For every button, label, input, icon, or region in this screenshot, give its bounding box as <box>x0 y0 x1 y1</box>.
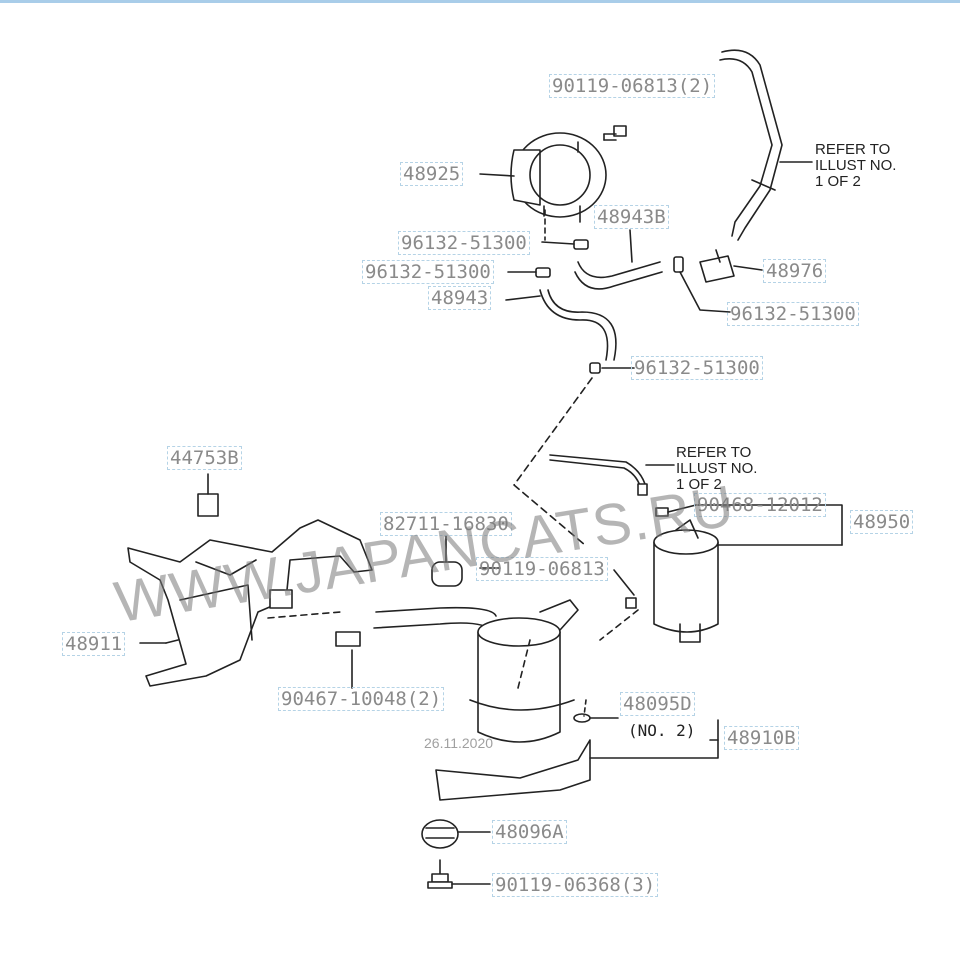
watermark-date: 26.11.2020 <box>424 735 494 751</box>
connector-icon <box>431 535 463 587</box>
part-label-48943b[interactable]: 48943B <box>594 205 669 229</box>
canister-icon <box>510 132 607 223</box>
part-label-44753b[interactable]: 44753B <box>167 446 242 470</box>
part-label-82711-16830[interactable]: 82711-16830 <box>380 512 512 536</box>
clip-icon <box>197 473 219 517</box>
grommet-icon <box>421 819 459 849</box>
clamp-icon <box>535 239 684 374</box>
part-label-90468-12012[interactable]: 90468-12012 <box>694 493 826 517</box>
part-label-48925[interactable]: 48925 <box>400 162 464 186</box>
part-label-48096a[interactable]: 48096A <box>492 820 567 844</box>
bolt-icon <box>603 125 627 141</box>
part-label-96132-51300-d[interactable]: 96132-51300 <box>631 356 763 380</box>
refer-note-top: REFER TO ILLUST NO. 1 OF 2 <box>815 141 897 190</box>
part-label-96132-51300-c[interactable]: 96132-51300 <box>727 302 859 326</box>
part-label-90119-06813-2[interactable]: 90119-06813(2) <box>549 74 716 98</box>
part-label-48910b[interactable]: 48910B <box>724 726 799 750</box>
hose-icon <box>539 289 617 361</box>
part-label-48095d[interactable]: 48095D <box>620 692 695 716</box>
part-label-96132-51300-b[interactable]: 96132-51300 <box>362 260 494 284</box>
part-label-48976[interactable]: 48976 <box>763 259 827 283</box>
part-label-90119-06368-3[interactable]: 90119-06368(3) <box>492 873 659 897</box>
bolt-icon <box>625 597 637 609</box>
part-label-48943[interactable]: 48943 <box>428 286 492 310</box>
wire-icon <box>549 454 648 496</box>
part-label-90467-10048-2[interactable]: 90467-10048(2) <box>278 687 445 711</box>
bolt-icon <box>427 859 453 889</box>
clip-icon <box>335 631 361 647</box>
part-label-48950[interactable]: 48950 <box>850 510 914 534</box>
valve-icon <box>699 249 763 283</box>
hose-icon <box>719 49 783 241</box>
filter-icon <box>653 519 719 643</box>
top-accent-bar <box>0 0 960 3</box>
part-label-48911[interactable]: 48911 <box>62 632 126 656</box>
part-label-90119-06813[interactable]: 90119-06813 <box>476 557 608 581</box>
bracket-icon <box>127 519 373 687</box>
part-label-96132-51300-a[interactable]: 96132-51300 <box>398 231 530 255</box>
hose-icon <box>574 261 663 290</box>
no2-note: (NO. 2) <box>628 721 696 740</box>
refer-note-mid: REFER TO ILLUST NO. 1 OF 2 <box>676 444 758 493</box>
